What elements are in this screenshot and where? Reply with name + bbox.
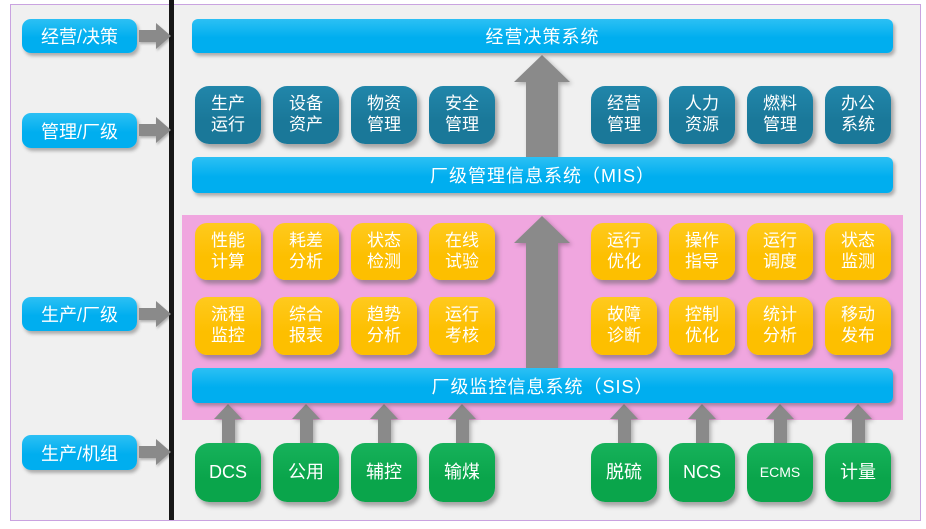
sis-app-box: 状态 检测 — [351, 223, 417, 280]
source-box-common: 公用 — [273, 443, 339, 502]
source-box-coal: 输煤 — [429, 443, 495, 502]
rank-label-production-plant: 生产/厂级 — [22, 297, 137, 331]
up-arrow-icon — [214, 404, 242, 443]
mis-app-box: 设备 资产 — [273, 86, 339, 144]
rank-label-production-unit: 生产/机组 — [22, 435, 137, 470]
sis-app-box: 趋势 分析 — [351, 297, 417, 355]
source-box-desulfur: 脱硫 — [591, 443, 657, 502]
up-arrow-icon — [610, 404, 638, 443]
right-arrow-icon — [139, 301, 171, 327]
mis-app-box: 物资 管理 — [351, 86, 417, 144]
sis-app-box: 故障 诊断 — [591, 297, 657, 355]
decision-system-bar: 经营决策系统 — [192, 19, 893, 53]
sis-app-box: 状态 监测 — [825, 223, 891, 280]
sis-app-box: 综合 报表 — [273, 297, 339, 355]
mis-app-box: 人力 资源 — [669, 86, 735, 144]
up-arrow-icon — [766, 404, 794, 443]
up-arrow-icon — [448, 404, 476, 443]
sis-bar: 厂级监控信息系统（SIS） — [192, 368, 893, 403]
up-arrow-icon — [292, 404, 320, 443]
sis-app-box: 性能 计算 — [195, 223, 261, 280]
up-arrow-icon — [844, 404, 872, 443]
source-box-ncs: NCS — [669, 443, 735, 502]
sis-app-box: 耗差 分析 — [273, 223, 339, 280]
source-box-metering: 计量 — [825, 443, 891, 502]
rank-label-management: 管理/厂级 — [22, 113, 137, 148]
source-box-aux: 辅控 — [351, 443, 417, 502]
mis-app-box: 生产 运行 — [195, 86, 261, 144]
sis-app-box: 操作 指导 — [669, 223, 735, 280]
mis-app-box: 办公 系统 — [825, 86, 891, 144]
source-box-ecms: ECMS — [747, 443, 813, 502]
sis-app-box: 运行 考核 — [429, 297, 495, 355]
right-arrow-icon — [139, 23, 171, 49]
sis-app-box: 在线 试验 — [429, 223, 495, 280]
sis-app-box: 运行 调度 — [747, 223, 813, 280]
source-box-dcs: DCS — [195, 443, 261, 502]
sis-app-box: 运行 优化 — [591, 223, 657, 280]
sis-app-box: 移动 发布 — [825, 297, 891, 355]
mis-app-box: 安全 管理 — [429, 86, 495, 144]
up-arrow-icon — [370, 404, 398, 443]
divider-line — [169, 0, 174, 520]
right-arrow-icon — [139, 439, 171, 465]
mis-app-box: 经营 管理 — [591, 86, 657, 144]
up-arrow-icon — [514, 55, 570, 157]
right-arrow-icon — [139, 117, 171, 143]
mis-app-box: 燃料 管理 — [747, 86, 813, 144]
mis-bar: 厂级管理信息系统（MIS） — [192, 157, 893, 193]
sis-app-box: 统计 分析 — [747, 297, 813, 355]
up-arrow-icon — [514, 216, 570, 368]
up-arrow-icon — [688, 404, 716, 443]
sis-app-box: 流程 监控 — [195, 297, 261, 355]
rank-label-decision: 经营/决策 — [22, 19, 137, 53]
sis-app-box: 控制 优化 — [669, 297, 735, 355]
